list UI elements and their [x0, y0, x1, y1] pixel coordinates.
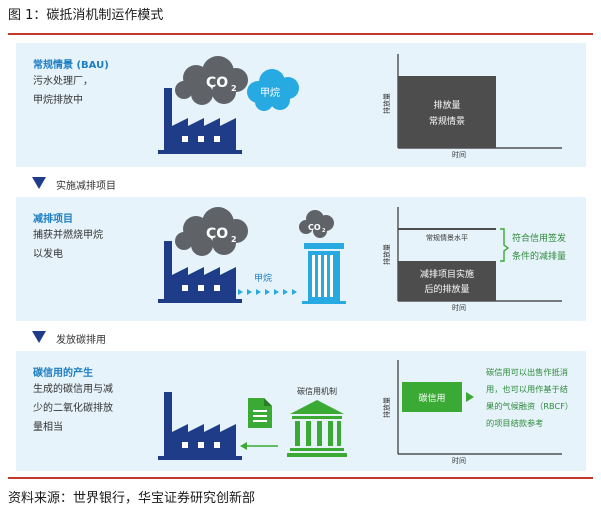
methane-label: 甲烷 — [260, 86, 280, 99]
figure-title: 图 1：碳抵消机制运作模式 — [8, 8, 164, 23]
panel-credit-title: 碳信用的产生 — [33, 368, 93, 379]
credit-chart: 排放量 时间 碳信用 — [382, 360, 562, 465]
small-co2-subscript: 2 — [322, 228, 326, 234]
arrow-left-icon — [240, 442, 247, 450]
co2-cloud-icon — [175, 207, 248, 256]
y-axis-label: 排放量 — [382, 397, 391, 418]
methane-flow-arrows-icon — [238, 289, 297, 295]
carbon-credit-box — [402, 382, 462, 412]
project-box-line1: 减排项目实施 — [420, 268, 474, 280]
bau-box-line1: 排放量 — [433, 99, 460, 111]
x-axis-label: 时间 — [452, 303, 466, 312]
panel-project-desc: 捕获并燃烧甲烷 以发电 — [33, 226, 103, 264]
step-issue: 发放碳排用 — [56, 335, 106, 346]
y-axis-label: 排放量 — [382, 244, 391, 265]
panel-bau-desc: 污水处理厂， 甲烷排放中 — [33, 72, 93, 110]
arrow-right-icon — [466, 392, 474, 402]
baseline-level-label: 常规情景水平 — [426, 233, 468, 242]
co2-label: CO — [206, 226, 228, 242]
project-illustration: CO 2 甲烷 CO 2 — [158, 207, 346, 304]
bau-illustration: CO 2 甲烷 — [158, 56, 299, 154]
methane-flow-label: 甲烷 — [254, 272, 272, 284]
methane-cloud-icon — [247, 69, 299, 111]
credit-usage-line1: 碳信用可以出售作抵消 — [486, 367, 568, 377]
bau-emissions-chart: 排放量 时间 排放量 常规情景 — [382, 54, 562, 159]
bau-emissions-box — [398, 76, 496, 148]
generator-fins — [312, 255, 333, 297]
co2-subscript: 2 — [231, 84, 237, 93]
step-arrow-icon — [32, 331, 46, 343]
co2-subscript: 2 — [231, 235, 237, 244]
panel-credit-desc: 生成的碳信用与减 少的二氧化碳排放 量相当 — [33, 380, 113, 437]
panel-project-desc-line2: 以发电 — [33, 249, 63, 260]
panel-project-title: 减排项目 — [33, 214, 73, 225]
panel-credit-desc-line2: 少的二氧化碳排放 — [33, 403, 113, 414]
credit-usage-text: 碳信用可以出售作抵消 用，也可以用作基于结 果的气候融资（RBCF） 的项目结款… — [486, 364, 584, 432]
bau-box-line2: 常规情景 — [429, 115, 465, 127]
factory-icon — [158, 392, 242, 460]
panel-credit-desc-line3: 量相当 — [33, 422, 63, 433]
co2-label: CO — [206, 75, 228, 91]
small-co2-label: CO — [308, 223, 321, 232]
panel-credit-desc-line1: 生成的碳信用与减 — [33, 384, 113, 395]
panel-bau-desc-line1: 污水处理厂， — [33, 76, 93, 87]
reduction-bracket — [500, 228, 510, 262]
panel-bau-title: 常规情景 (BAU) — [33, 60, 109, 71]
credit-illustration: 碳信用机制 — [158, 386, 347, 460]
top-rule — [8, 33, 593, 35]
credit-usage-line4: 的项目结款参考 — [486, 418, 544, 428]
source-note: 资料来源：世界银行，华宝证券研究创新部 — [8, 491, 256, 506]
bank-icon — [287, 400, 347, 457]
panel-bau-desc-line2: 甲烷排放中 — [33, 95, 83, 106]
factory-icon — [158, 88, 242, 154]
co2-cloud-icon — [175, 56, 248, 105]
project-emissions-chart: 排放量 时间 常规情景水平 减排项目实施 后的排放量 符合信用签发 条件的减排量 — [382, 207, 566, 312]
mechanism-label: 碳信用机制 — [297, 386, 337, 396]
step-arrow-icon — [32, 177, 46, 189]
x-axis-label: 时间 — [452, 150, 466, 159]
carbon-credit-label: 碳信用 — [418, 392, 445, 404]
project-box-line2: 后的排放量 — [424, 283, 469, 295]
step-implement: 实施减排项目 — [56, 181, 116, 192]
y-axis-label: 排放量 — [382, 93, 391, 114]
eligible-line2: 条件的减排量 — [512, 250, 566, 262]
small-co2-cloud-icon — [299, 210, 334, 238]
factory-icon — [158, 241, 242, 303]
project-emissions-box — [398, 261, 496, 301]
x-axis-label: 时间 — [452, 456, 466, 465]
panel-project-desc-line1: 捕获并燃烧甲烷 — [33, 230, 103, 241]
bottom-rule — [8, 477, 593, 479]
eligible-line1: 符合信用签发 — [512, 232, 566, 244]
credit-usage-line3: 果的气候融资（RBCF） — [486, 401, 574, 411]
document-icon — [248, 398, 272, 428]
credit-usage-line2: 用，也可以用作基于结 — [486, 384, 568, 394]
